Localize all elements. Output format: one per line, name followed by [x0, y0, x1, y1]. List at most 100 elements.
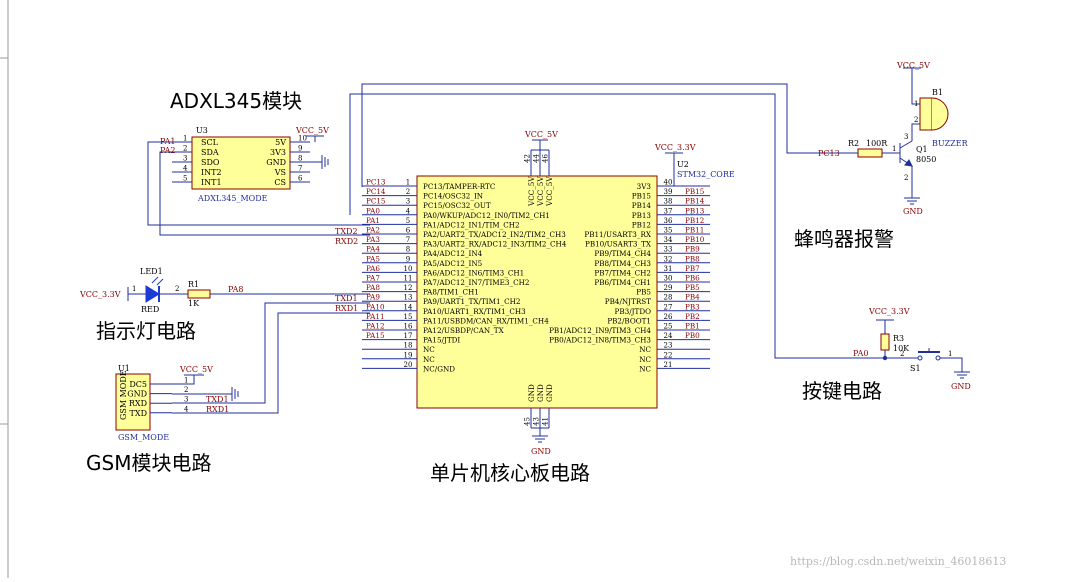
core-pin-label: PB1/ADC12_IN9/TIM3_CH4 — [549, 326, 651, 335]
adxl345-ref: U3 — [196, 126, 208, 135]
adxl-pin-number: 5 — [183, 175, 187, 183]
core-pin-label: PA7/ADC12_IN7/TIME3_CH2 — [423, 278, 529, 287]
core-net-label: PA7 — [366, 274, 380, 283]
core-net-label: PA6 — [366, 264, 380, 273]
led-net: PA8 — [228, 285, 244, 294]
core-pin-number: 35 — [664, 227, 673, 235]
gsm-pin-label: DC5 — [129, 380, 147, 389]
key-power: VCC_3.3V — [868, 307, 910, 316]
r3-value: 10K — [893, 344, 910, 353]
core-pin-number: 31 — [664, 265, 673, 273]
core-pin-label: PB9/TIM4_CH4 — [594, 249, 651, 258]
core-pin-label: PB3/JTDO — [615, 307, 652, 316]
core-pin-number: 18 — [404, 342, 413, 350]
core-pin-number: 32 — [664, 255, 673, 263]
core-pin-number: 22 — [664, 351, 673, 359]
core-pin-label: GND — [527, 384, 536, 402]
switch-pin1: 1 — [948, 350, 952, 358]
core-pin-number: 14 — [404, 303, 413, 311]
core-pin-label: PC15/OSC32_OUT — [423, 201, 491, 210]
core-net-label: PA5 — [366, 254, 380, 263]
q1-ref: Q1 — [916, 145, 928, 154]
adxl345-power-label: VCC_5V — [295, 126, 329, 135]
core-pin-label: PA6/ADC12_IN6/TIM3_CH1 — [423, 268, 524, 277]
r2-body — [857, 148, 883, 158]
core-net-label: PB5 — [685, 283, 700, 292]
core-net-label: PA9 — [366, 293, 380, 302]
q1-pin1: 1 — [892, 145, 896, 153]
core-pin-number: 16 — [404, 323, 413, 331]
buzzer-body — [919, 97, 933, 131]
core-pin-number: 10 — [404, 265, 413, 273]
core-pin-number: 42 — [524, 154, 532, 163]
core-pin-number: 23 — [664, 342, 673, 350]
q1-name: 8050 — [916, 155, 936, 164]
stm32-gnd-label: GND — [531, 447, 551, 456]
buzzer-ref: B1 — [932, 88, 943, 97]
core-net-label: PA10 — [366, 302, 385, 311]
core-pin-number: 27 — [664, 303, 673, 311]
net-rxd1: RXD1 — [335, 304, 358, 313]
core-net-label: PB11 — [685, 226, 704, 235]
stm32-top-power: VCC_5V — [524, 130, 558, 139]
core-pin-label: PA5/ADC12_IN5 — [423, 259, 483, 268]
adxl-pin-number: 1 — [183, 135, 187, 143]
title-led: 指示灯电路 — [96, 319, 196, 343]
key-circuit: VCC_3.3V R3 10K PA0 S1 2 1 GND — [853, 307, 971, 391]
core-pin-label: VCC_5V — [536, 176, 545, 207]
title-adxl: ADXL345模块 — [170, 89, 302, 113]
adxl-pin-label: SDA — [201, 148, 219, 157]
core-net-label: PB12 — [685, 216, 704, 225]
title-key: 按键电路 — [802, 379, 882, 403]
core-net-label: PB14 — [685, 197, 705, 206]
gsm-body — [115, 373, 151, 431]
stm32-core-body — [416, 175, 658, 409]
core-pin-label: PC14/OSC32_IN — [423, 192, 483, 201]
gsm-pin-label: RXD — [129, 399, 147, 408]
core-pin-label: PB10/USART3_TX — [585, 240, 652, 249]
adxl345-net-sda: PA2 — [160, 146, 176, 155]
core-pin-label: NC — [639, 345, 651, 354]
gsm-ref: U1 — [118, 364, 130, 373]
led-pin-left: 1 — [132, 285, 136, 293]
adxl-pin-number: 3 — [183, 155, 187, 163]
net-txd2: TXD2 — [335, 227, 358, 236]
stm32-gnd-symbol — [532, 428, 548, 443]
core-pin-label: PB5 — [636, 288, 651, 297]
core-net-label: PB10 — [685, 235, 705, 244]
adxl-pin-label: GND — [266, 158, 286, 167]
led-ref: LED1 — [140, 267, 163, 276]
adxl-pin-number: 6 — [298, 175, 303, 183]
core-pin-label: PB4/NJTRST — [605, 297, 651, 306]
core-pin-label: PA12/USBDP/CAN_TX — [423, 326, 505, 335]
gsm-pin-number: 3 — [184, 396, 188, 404]
core-pin-label: GND — [536, 384, 545, 402]
gsm-pin-label: TXD — [130, 409, 147, 418]
key-net: PA0 — [853, 349, 869, 358]
core-pin-number: 39 — [664, 188, 673, 196]
core-pin-label: GND — [545, 384, 554, 402]
core-pin-label: PA15/JTDI — [423, 336, 460, 345]
adxl-pin-label: 3V3 — [270, 148, 286, 157]
core-pin-label: 3V3 — [637, 182, 652, 191]
core-pin-number: 17 — [404, 332, 413, 340]
adxl-pin-label: SCL — [201, 138, 219, 147]
core-pin-number: 26 — [664, 313, 673, 321]
core-net-label: PB6 — [685, 274, 700, 283]
adxl-pin-label: INT2 — [201, 168, 222, 177]
core-net-label: PB13 — [685, 206, 705, 215]
title-gsm: GSM模块电路 — [86, 451, 211, 475]
led-circuit: VCC_3.3V 1 LED1 RED 2 R1 1K PA8 — [79, 267, 244, 314]
core-pin-label: PA1/ADC12_IN1/TIM_CH2 — [423, 220, 520, 229]
core-pin-label: PA11/USBDM/CAN_RX/TIM1_CH4 — [423, 316, 549, 325]
core-net-label: PA1 — [366, 216, 380, 225]
core-pin-number: 34 — [664, 236, 673, 244]
adxl-pin-number: 4 — [183, 165, 188, 173]
core-pin-number: 21 — [664, 361, 673, 369]
core-net-label: PA0 — [366, 206, 380, 215]
